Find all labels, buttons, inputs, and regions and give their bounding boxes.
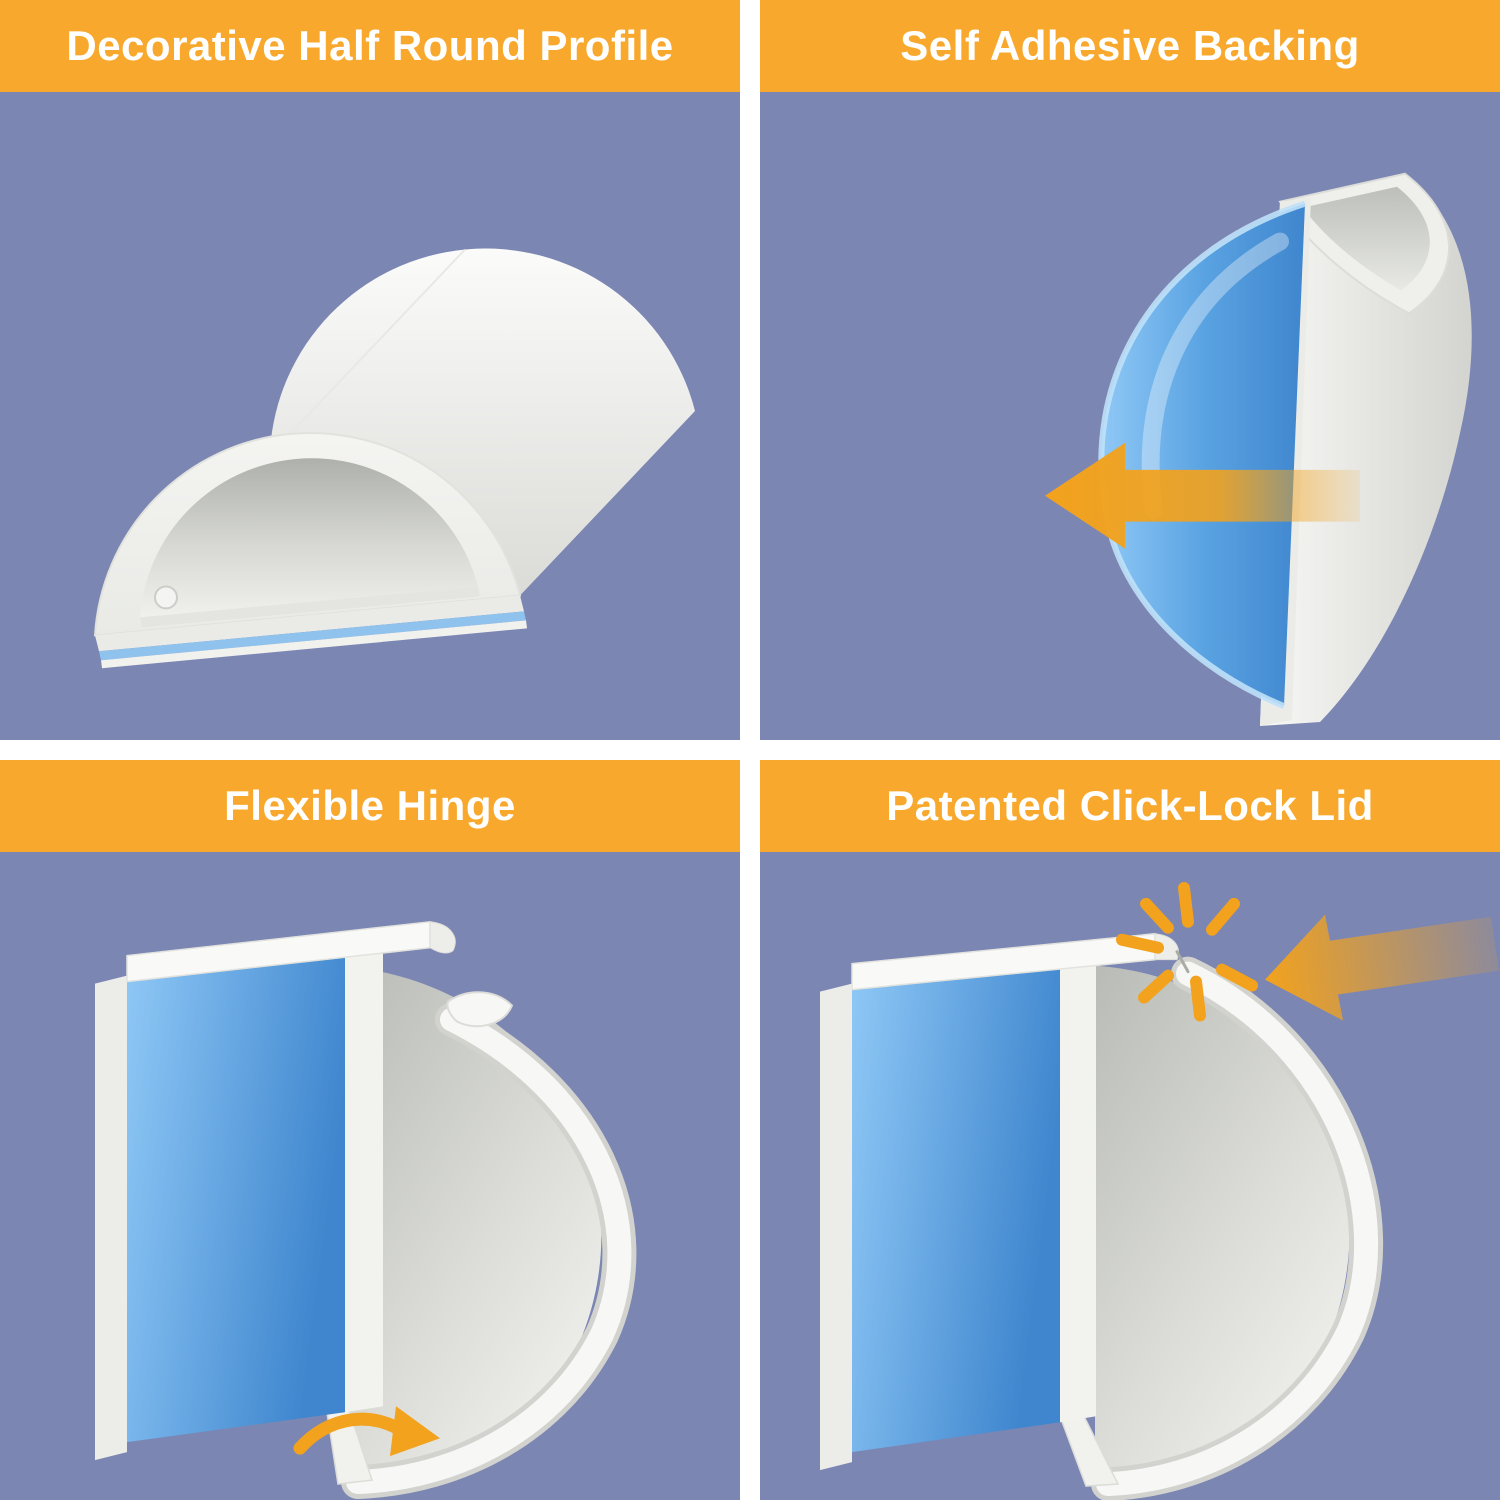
base-edge	[101, 620, 527, 669]
wall-edge	[95, 975, 127, 1461]
adhesive-strip	[99, 611, 526, 661]
adhesive-film	[1098, 200, 1306, 709]
lid-lip-curl	[446, 991, 514, 1028]
cable-cover-3d	[93, 248, 695, 669]
panel-header: Patented Click-Lock Lid	[760, 760, 1500, 852]
cover-body	[1260, 173, 1472, 727]
click-burst-icon	[1116, 881, 1258, 1022]
base-lip-hook	[429, 921, 456, 954]
panel-header: Self Adhesive Backing	[760, 0, 1500, 92]
panel-title: Flexible Hinge	[224, 782, 516, 829]
click-lock-lid-illustration	[820, 881, 1499, 1500]
panel-illustration-area	[760, 92, 1500, 740]
wall-edge	[820, 983, 852, 1471]
adhesive-face	[127, 953, 345, 1443]
panel-patented-click-lock-lid: Patented Click-Lock Lid	[760, 760, 1500, 1500]
base-inner-wall	[345, 947, 383, 1413]
cavity-floor	[140, 586, 480, 628]
peel-arrow-icon	[1045, 442, 1360, 549]
panel-title: Decorative Half Round Profile	[66, 22, 674, 69]
adhesive-backing-illustration	[1045, 172, 1472, 727]
cavity-inner-surface	[1095, 965, 1350, 1477]
lid-closed	[1096, 961, 1379, 1497]
panel-decorative-half-round-profile: Decorative Half Round Profile	[0, 0, 740, 740]
panel-self-adhesive-backing: Self Adhesive Backing	[760, 0, 1500, 740]
cover-top-seam	[289, 248, 466, 435]
press-arrow-icon	[1265, 914, 1499, 1021]
cover-cross-section	[95, 920, 637, 1500]
panel-illustration-area	[760, 852, 1500, 1500]
panel-title: Patented Click-Lock Lid	[886, 782, 1374, 829]
film-sheet	[1101, 203, 1305, 707]
latch-seam	[1175, 950, 1190, 974]
cover-cross-section	[820, 932, 1384, 1500]
panel-illustration-area	[0, 852, 740, 1500]
panel-illustration-area	[0, 92, 740, 740]
panel-header: Flexible Hinge	[0, 760, 740, 852]
adhesive-face	[852, 967, 1060, 1453]
half-round-profile-illustration	[93, 248, 695, 669]
hinge-rotation-arrow-icon	[293, 1406, 440, 1457]
panel-title: Self Adhesive Backing	[900, 22, 1360, 69]
panel-header: Decorative Half Round Profile	[0, 0, 740, 92]
base-inner-wall	[1060, 961, 1096, 1423]
film-sheen	[1141, 232, 1289, 520]
latch-hook	[1154, 933, 1179, 961]
flexible-hinge-illustration	[95, 920, 637, 1500]
cover-top-cavity	[1303, 186, 1430, 291]
cover-cavity	[140, 458, 478, 618]
lid-open	[346, 1007, 632, 1495]
base-flange	[95, 595, 524, 652]
hinge-notch	[154, 585, 178, 610]
panel-flexible-hinge: Flexible Hinge	[0, 760, 740, 1500]
